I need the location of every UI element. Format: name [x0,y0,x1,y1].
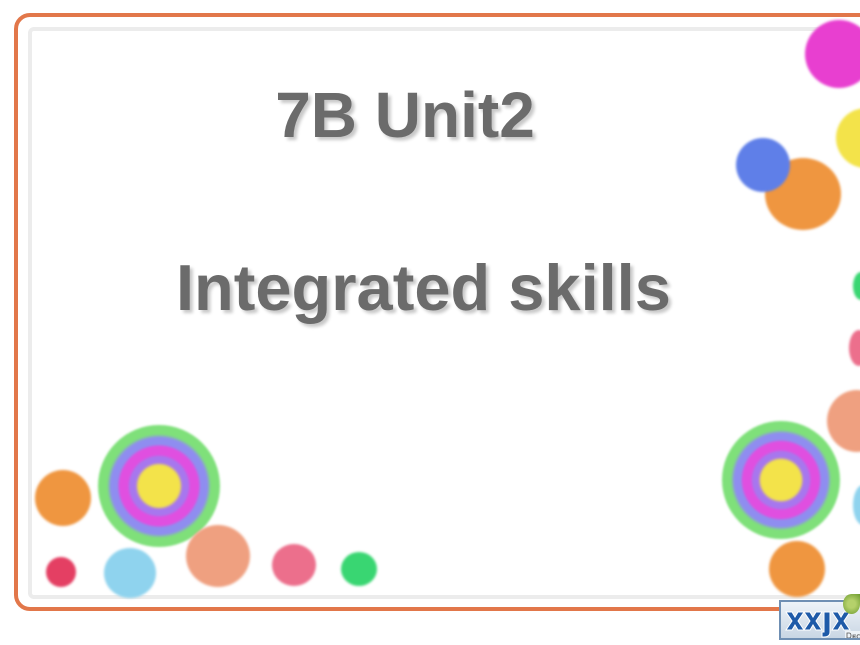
small-green-dot-right [853,272,860,300]
ring-target-right [722,421,840,539]
light-blue-dot-right [853,485,860,525]
leaf-icon [843,594,860,614]
slide-subtitle: Integrated skills [176,251,671,324]
pink-dot [272,544,316,586]
peach-dot [186,525,250,587]
slide-frame [14,13,860,611]
magenta-dot [805,20,860,88]
green-dot [341,552,377,586]
red-dot [46,557,76,587]
orange-dot-left [35,470,91,526]
small-pink-dot-right [849,330,860,366]
orange-dot-bottom-right [769,541,825,597]
slide-title: 7B Unit2 [275,79,535,151]
blue-dot [736,138,790,192]
publisher-logo-mark [785,611,860,638]
ring-target-left [98,425,220,547]
light-blue-dot [104,548,156,598]
